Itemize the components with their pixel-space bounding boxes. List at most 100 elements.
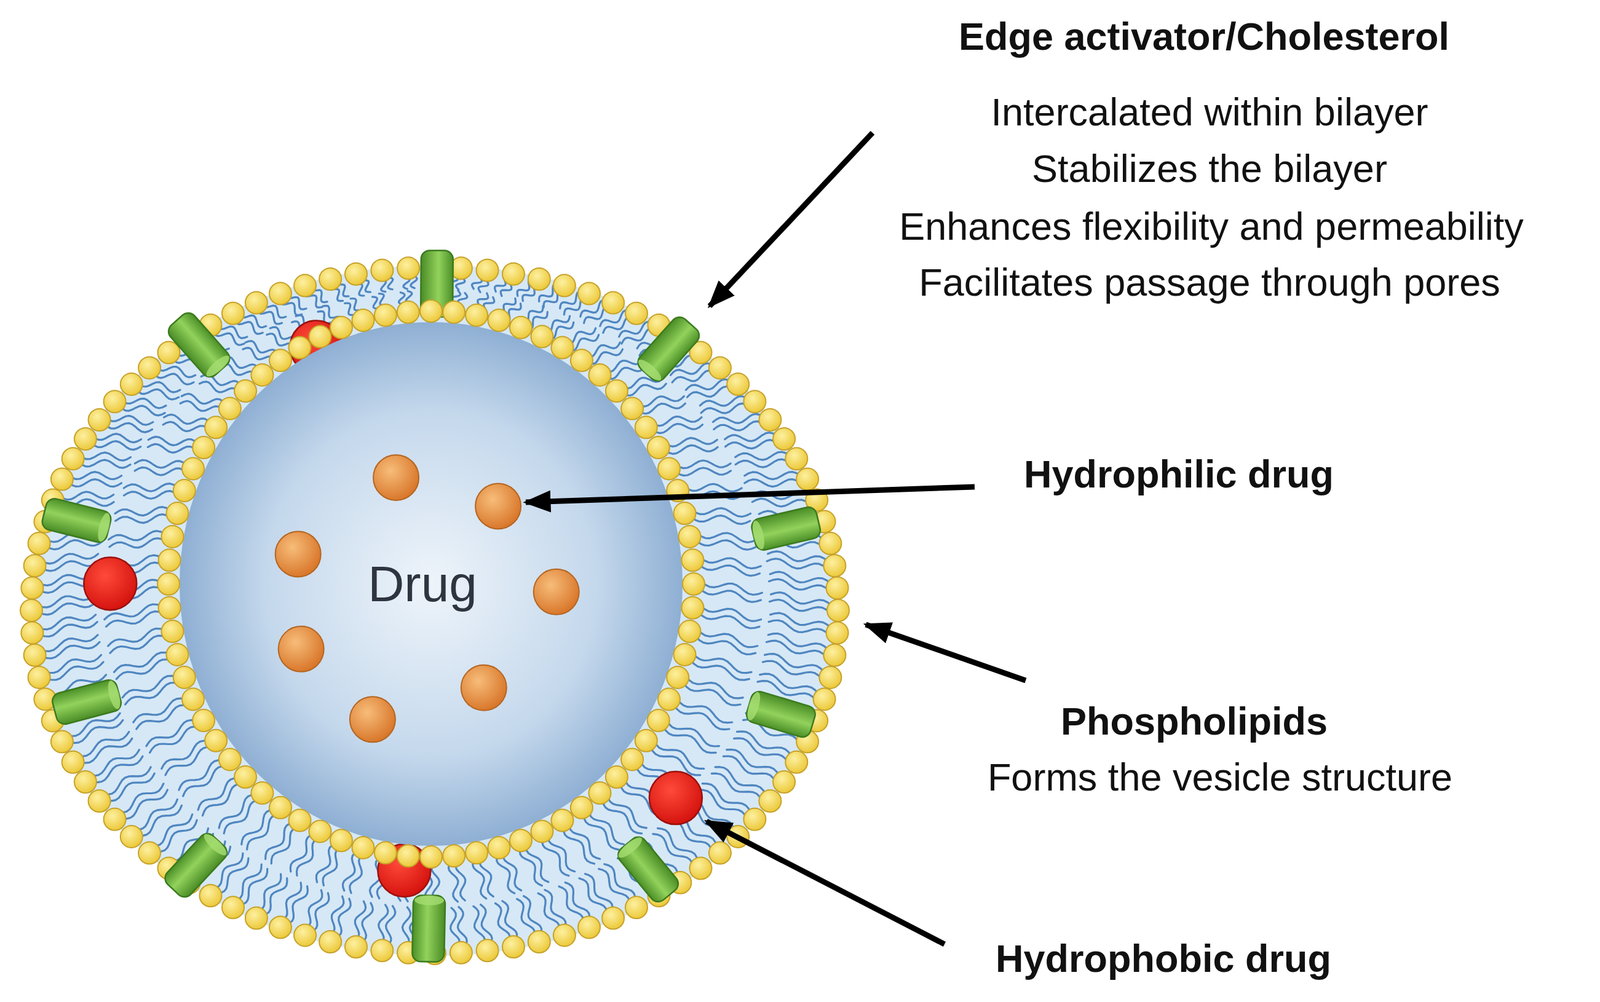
phospholipid-head xyxy=(423,256,446,279)
phospholipid-head xyxy=(20,622,44,645)
phospholipid-head xyxy=(450,942,473,965)
lipid-tail xyxy=(711,773,763,802)
leader-arrow xyxy=(706,821,945,945)
lipid-tail xyxy=(222,356,259,371)
hydrophilic-drug xyxy=(349,696,396,743)
phospholipid-head xyxy=(625,896,648,919)
lipid-tail xyxy=(105,562,163,574)
phospholipid-head xyxy=(601,907,625,930)
lipid-tail xyxy=(656,355,697,369)
phospholipid-head xyxy=(551,809,574,832)
lipid-tail xyxy=(735,459,791,468)
lipid-tail xyxy=(693,653,753,674)
lipid-tail xyxy=(309,285,328,303)
lipid-tail xyxy=(604,864,636,902)
phospholipid-head xyxy=(20,577,44,600)
lipid-tail xyxy=(662,726,716,753)
lipid-tail xyxy=(699,613,760,629)
leader-arrow xyxy=(865,624,1026,681)
lipid-tail xyxy=(37,594,96,608)
lipid-tail xyxy=(673,705,730,730)
lipid-tail xyxy=(376,858,389,899)
lipid-tail xyxy=(565,883,590,922)
lipid-tail xyxy=(398,292,408,312)
edge-activator xyxy=(164,309,234,381)
lipid-tail xyxy=(180,400,224,412)
edge-activator-cap xyxy=(750,519,767,551)
phospholipid-head xyxy=(74,427,97,451)
phospholipid-head xyxy=(621,397,644,420)
lipid-tail xyxy=(360,903,374,944)
lipid-tail xyxy=(621,328,657,344)
phospholipid-head xyxy=(221,896,245,919)
phospholipid-head xyxy=(62,447,85,470)
lipid-tail xyxy=(266,333,296,350)
phospholipid-head xyxy=(397,301,420,324)
lipid-tail xyxy=(472,859,487,900)
lipid-tail xyxy=(651,416,702,427)
phospholipid-head xyxy=(173,479,196,502)
lipid-tail xyxy=(543,316,571,333)
phospholipid-head xyxy=(743,808,766,831)
lipid-tail xyxy=(697,533,757,543)
phospholipid-head xyxy=(23,644,47,667)
phospholipid-head xyxy=(251,782,274,805)
lipid-tail xyxy=(744,472,801,480)
phospholipid-head xyxy=(758,790,781,813)
lipid-tail xyxy=(688,799,735,831)
phospholipid-head xyxy=(88,790,111,813)
phospholipid-head xyxy=(819,666,842,689)
phospholipid-head xyxy=(161,525,184,548)
lipid-tail xyxy=(433,908,442,949)
lipid-tail xyxy=(603,358,644,373)
lipid-tail xyxy=(700,606,761,622)
phospholipid-head xyxy=(796,731,819,754)
lipid-tail xyxy=(696,637,756,655)
edge-activator-body xyxy=(411,895,446,963)
phospholipid-head xyxy=(120,825,143,848)
phospholipid-head xyxy=(682,573,705,596)
phospholipid-head xyxy=(678,525,701,548)
lipid-tail xyxy=(652,424,703,434)
phospholipid-head xyxy=(647,436,670,459)
lipid-tail xyxy=(178,760,223,791)
lipid-tail xyxy=(502,901,518,942)
lipid-tail xyxy=(685,676,743,699)
phospholipid-head xyxy=(330,316,353,339)
lipid-tail xyxy=(358,274,371,293)
lipid-tail xyxy=(735,451,791,460)
phospholipid-head xyxy=(673,502,697,525)
lipid-tail xyxy=(723,756,777,783)
phospholipid-head xyxy=(251,364,274,387)
phospholipid-head xyxy=(157,573,180,596)
phospholipid-head xyxy=(531,325,554,349)
lipid-tail xyxy=(538,893,559,933)
phospholipid-head xyxy=(772,771,796,794)
phospholipid-head xyxy=(289,336,312,360)
lipid-tail xyxy=(103,579,162,593)
lipid-tail xyxy=(766,558,828,569)
lipid-tail xyxy=(147,443,198,453)
lipid-tail xyxy=(736,731,792,757)
lipid-tail xyxy=(713,421,765,431)
lipid-tail xyxy=(165,747,213,776)
phospholipid-head xyxy=(681,597,704,620)
phospholipid-head xyxy=(502,263,525,286)
lipid-tail xyxy=(495,903,511,944)
lipid-tail xyxy=(433,269,442,289)
phospholipid-head xyxy=(20,599,43,622)
lipid-tail xyxy=(164,414,211,424)
callout-note: Forms the vesicle structure xyxy=(987,756,1453,799)
lipid-tail xyxy=(744,479,801,488)
lipid-tail xyxy=(753,693,812,716)
lipid-tail xyxy=(239,868,268,906)
lipid-tail xyxy=(154,365,195,378)
lipid-tail xyxy=(46,662,104,681)
phospholipid-head xyxy=(419,300,443,323)
lipid-tail xyxy=(431,862,440,903)
lipid-tail xyxy=(137,381,181,393)
lipid-tail xyxy=(685,379,732,390)
phospholipid-head xyxy=(819,532,842,555)
lipid-tail xyxy=(743,720,800,743)
lipid-tail xyxy=(46,540,103,550)
